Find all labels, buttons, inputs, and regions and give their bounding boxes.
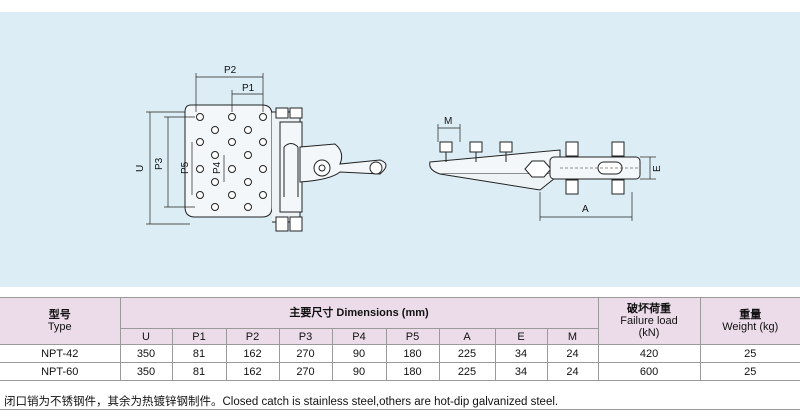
weight-header: 重量 Weight (kg): [699, 297, 800, 345]
failure-load-header: 破坏荷重 Failure load (kN): [597, 297, 701, 345]
spec-table: 型号 Type 主要尺寸 Dimensions (mm) 破坏荷重 Failur…: [0, 297, 800, 381]
col-e: E: [494, 328, 548, 345]
a-label: A: [582, 204, 589, 215]
u-label: U: [135, 165, 146, 172]
col-m: M: [546, 328, 599, 345]
material-note: 闭口销为不锈钢件，其余为热镀锌钢制件。Closed catch is stain…: [4, 396, 559, 408]
p1-label: P1: [242, 83, 255, 94]
m-label: M: [444, 116, 452, 127]
col-p4: P4: [331, 328, 387, 345]
col-p2: P2: [225, 328, 280, 345]
col-a: A: [438, 328, 496, 345]
drawing-panel: P2 P1 U P3 P5 P4: [0, 12, 800, 287]
col-u: U: [120, 328, 173, 345]
e-label: E: [652, 165, 663, 172]
technical-drawing: P2 P1 U P3 P5 P4: [135, 65, 663, 232]
col-p3: P3: [278, 328, 333, 345]
p3-label: P3: [154, 157, 165, 170]
divider: [0, 409, 800, 410]
front-view: P2 P1 U P3 P5 P4: [135, 65, 387, 232]
table-row: NPT-60 350 81 162 270 90 180 225 34 24 6…: [0, 362, 800, 381]
p4-label: P4: [212, 161, 223, 174]
p2-label: P2: [224, 65, 237, 76]
col-p5: P5: [385, 328, 440, 345]
side-view: M A E: [429, 116, 663, 221]
table-row: NPT-42 350 81 162 270 90 180 225 34 24 4…: [0, 344, 800, 363]
dimensions-header: 主要尺寸 Dimensions (mm): [119, 297, 599, 329]
col-p1: P1: [171, 328, 227, 345]
p5-label: P5: [180, 161, 191, 174]
type-header: 型号 Type: [0, 297, 121, 345]
